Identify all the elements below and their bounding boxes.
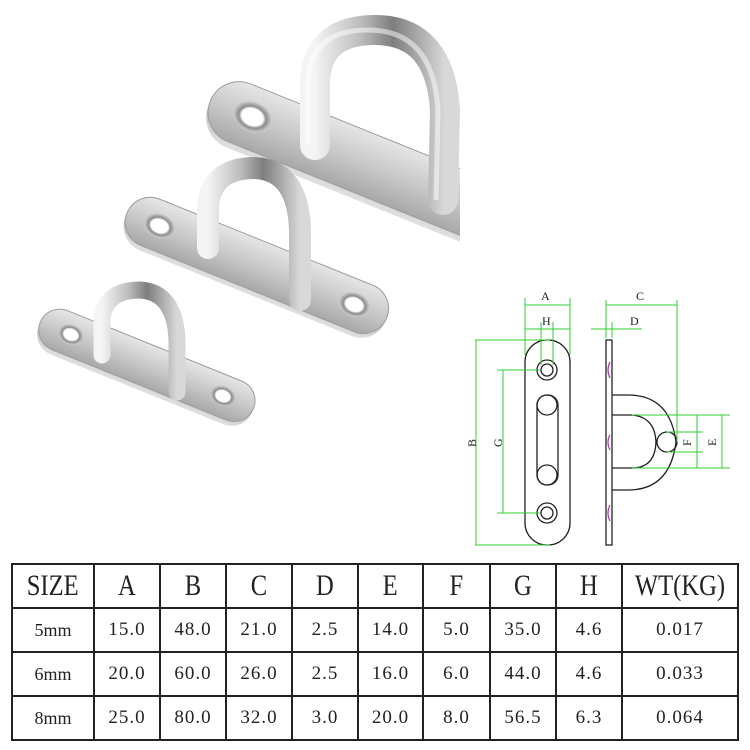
dimension-diagram: A H B G C D F E [465,289,730,546]
label-g: G [491,438,505,447]
cell-g: 56.5 [489,695,557,741]
cell-e: 16.0 [357,651,424,697]
front-dimensions [475,298,571,546]
header-size: SIZE [11,563,95,609]
cell-g: 44.0 [489,651,557,697]
cell-size: 8mm [11,695,95,741]
cell-b: 80.0 [159,695,227,741]
table-header-row: SIZE A B C D E F G H WT(KG) [11,563,739,609]
cell-size: 6mm [11,651,95,697]
header-d: D [291,563,359,609]
front-labels: A H B G [465,289,551,447]
label-f: F [680,439,694,446]
cell-size: 5mm [11,607,95,653]
cell-a: 25.0 [93,695,161,741]
cell-h: 4.6 [555,607,623,653]
cell-a: 20.0 [93,651,161,697]
header-e: E [357,563,424,609]
front-view [524,339,571,546]
cell-c: 26.0 [225,651,293,697]
cell-f: 8.0 [422,695,491,741]
header-weight: WT(KG) [621,563,739,609]
label-d: D [630,314,639,328]
side-labels: C D F E [630,289,719,446]
side-dimensions [591,300,730,469]
cell-b: 60.0 [159,651,227,697]
label-b: B [465,439,479,447]
header-a: A [93,563,161,609]
rivet-marks [607,361,611,522]
header-c: C [225,563,293,609]
spec-table: SIZE A B C D E F G H WT(KG) 5mm 15.0 48.… [11,563,739,741]
side-view [605,339,678,546]
cell-d: 3.0 [291,695,359,741]
table-row: 8mm 25.0 80.0 32.0 3.0 20.0 8.0 56.5 6.3… [11,695,739,741]
label-c: C [636,289,644,303]
header-f: F [422,563,491,609]
cell-f: 6.0 [422,651,491,697]
cell-weight: 0.033 [621,651,739,697]
cell-a: 15.0 [93,607,161,653]
cell-c: 32.0 [225,695,293,741]
product-photo [37,14,460,426]
cell-weight: 0.064 [621,695,739,741]
table-row: 5mm 15.0 48.0 21.0 2.5 14.0 5.0 35.0 4.6… [11,607,739,653]
cell-d: 2.5 [291,607,359,653]
label-e: E [705,439,719,446]
header-h: H [555,563,623,609]
medium-pad-eye [123,156,389,338]
cell-e: 14.0 [357,607,424,653]
cell-h: 4.6 [555,651,623,697]
label-h: H [542,314,551,328]
small-pad-eye [37,281,256,426]
label-a: A [541,289,550,303]
cell-e: 20.0 [357,695,424,741]
cell-weight: 0.017 [621,607,739,653]
cell-d: 2.5 [291,651,359,697]
cell-g: 35.0 [489,607,557,653]
large-pad-eye [206,14,460,265]
cell-c: 21.0 [225,607,293,653]
header-b: B [159,563,227,609]
cell-h: 6.3 [555,695,623,741]
header-g: G [489,563,557,609]
cell-b: 48.0 [159,607,227,653]
table-row: 6mm 20.0 60.0 26.0 2.5 16.0 6.0 44.0 4.6… [11,651,739,697]
cell-f: 5.0 [422,607,491,653]
